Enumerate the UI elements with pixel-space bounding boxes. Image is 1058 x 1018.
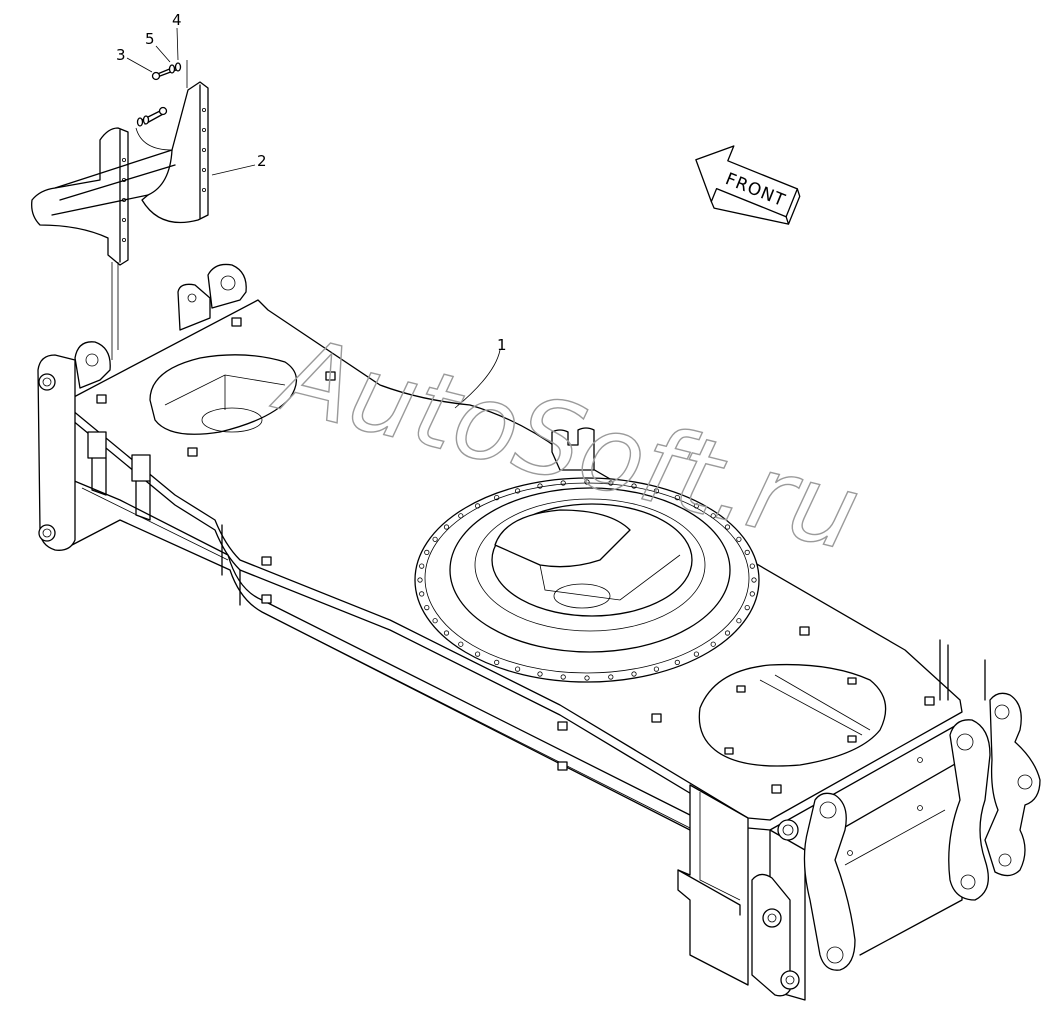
ring-bolt-hole <box>724 524 731 530</box>
callout-1: 1 <box>497 336 507 354</box>
ring-bolt-hole <box>537 483 543 489</box>
ring-bolt-hole <box>432 536 438 542</box>
ring-bolt-hole <box>474 651 481 657</box>
ring-bolt-hole <box>560 674 566 680</box>
ring-bolt-hole <box>749 563 755 569</box>
front-deck-opening <box>698 663 887 767</box>
ring-bolt-hole <box>608 674 614 680</box>
ring-bolt-hole <box>424 604 430 611</box>
ring-bolt-holes <box>417 479 757 681</box>
ring-bolt-hole <box>432 618 438 624</box>
ring-bolt-hole <box>710 513 716 519</box>
front-right-hinge-plate <box>948 719 991 901</box>
ring-bolt-hole <box>419 563 425 569</box>
frame-side-beam <box>71 419 691 831</box>
ring-bolt-hole <box>419 591 425 597</box>
ring-bolt-hole <box>749 591 755 597</box>
ring-bolt-hole <box>693 503 700 509</box>
ring-bolt-hole <box>608 480 614 486</box>
ring-bolt-hole <box>417 577 423 583</box>
ring-bolt-hole <box>424 549 430 556</box>
ring-bolt-hole <box>458 641 464 647</box>
ring-bolt-hole <box>653 488 660 494</box>
ring-bolt-hole <box>443 524 450 530</box>
ring-bolt-hole <box>736 536 742 542</box>
front-direction-arrow: FRONT <box>695 145 801 225</box>
ring-bolt-hole <box>584 479 590 485</box>
ring-bolt-hole <box>736 618 742 624</box>
ring-bolt-hole <box>537 671 543 677</box>
ring-bolt-hole <box>443 630 450 636</box>
fasteners <box>135 60 188 151</box>
front-end-plate <box>677 784 749 986</box>
callout-4: 4 <box>172 11 182 29</box>
main-frame <box>37 263 1041 1001</box>
ring-bolt-hole <box>560 480 566 486</box>
step-bracket <box>31 81 209 360</box>
frame-deck-edge <box>71 409 963 831</box>
rear-left-hinge-plate <box>37 354 76 551</box>
callout-2: 2 <box>257 152 267 170</box>
ring-bolt-hole <box>514 666 521 672</box>
ring-bolt-hole <box>674 659 680 666</box>
ring-bolt-hole <box>514 488 521 494</box>
ring-bolt-hole <box>744 549 750 556</box>
ring-bolt-hole <box>724 630 731 636</box>
callout-3: 3 <box>116 46 126 64</box>
ring-bolt-hole <box>458 513 464 519</box>
callout-5: 5 <box>145 30 155 48</box>
rear-right-hinge-plate <box>177 283 211 331</box>
ring-bolt-hole <box>494 659 500 666</box>
ring-bolt-hole <box>653 666 660 672</box>
ring-bolt-hole <box>474 503 481 509</box>
rear-deck-opening <box>149 354 297 435</box>
step-left-plate <box>31 127 129 266</box>
ring-bolt-hole <box>631 483 637 489</box>
ring-bolt-hole <box>710 641 716 647</box>
slewing-ring <box>414 427 760 683</box>
callout-leaders <box>126 27 501 409</box>
ring-bolt-hole <box>631 671 637 677</box>
deck-bolt-blocks <box>96 317 935 794</box>
ring-bolt-hole <box>584 675 590 681</box>
ring-bolt-hole <box>674 494 680 501</box>
ring-bolt-hole <box>751 577 757 583</box>
ring-bolt-hole <box>693 651 700 657</box>
step-right-plate <box>141 81 209 224</box>
ring-bolt-hole <box>744 604 750 611</box>
ring-bolt-hole <box>494 494 500 501</box>
